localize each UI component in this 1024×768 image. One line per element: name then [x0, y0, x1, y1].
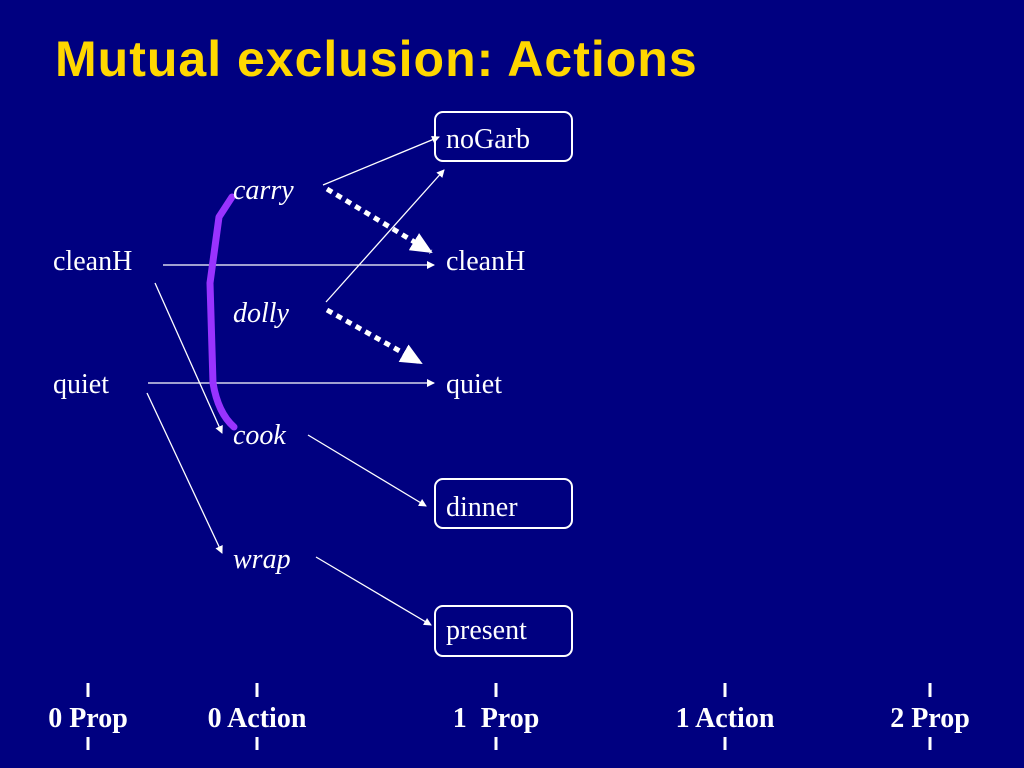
link-cleanH-to-cook — [154, 282, 223, 434]
node-p0-quiet: quiet — [53, 369, 109, 400]
node-p1-quiet: quiet — [446, 369, 502, 400]
link-quiet-to-wrap — [146, 392, 223, 554]
box-present — [434, 605, 573, 657]
node-a0-cook: cook — [233, 420, 286, 451]
level-label-4: 2 Prop — [890, 703, 970, 734]
level-label-1: 0 Action — [208, 703, 307, 734]
slide-title: Mutual exclusion: Actions — [55, 31, 698, 87]
links-layer — [146, 135, 445, 626]
node-a0-carry: carry — [233, 175, 294, 206]
link-dolly-to-noGarb — [325, 169, 445, 303]
delete-effect-arrow-dolly-to-quiet — [325, 307, 423, 366]
link-cook-to-dinner — [307, 434, 427, 507]
mutex-line-carry-cook — [206, 193, 238, 431]
level-axis: 0 Prop 0 Action 1 Prop 1 Action 2 Prop — [48, 683, 970, 750]
level-label-2: 1 Prop — [453, 703, 540, 734]
level-label-0: 0 Prop — [48, 703, 128, 734]
boxes-layer — [434, 111, 573, 657]
node-p1-cleanH: cleanH — [446, 246, 525, 277]
node-p1-present: present — [446, 615, 527, 646]
delete-effect-arrow-carry-to-cleanH — [325, 186, 433, 255]
box-noGarb — [434, 111, 573, 162]
node-a0-wrap: wrap — [233, 544, 291, 575]
mutex-layer — [206, 193, 238, 431]
link-wrap-to-present — [315, 556, 432, 626]
nodes-layer: cleanH quiet carry dolly cook wrap noGarb clean… — [53, 124, 530, 646]
link-carry-to-noGarb — [322, 135, 440, 186]
node-a0-dolly: dolly — [233, 298, 290, 329]
node-p1-noGarb: noGarb — [446, 124, 530, 155]
level-label-3: 1 Action — [676, 703, 775, 734]
box-dinner — [434, 478, 573, 529]
node-p1-dinner: dinner — [446, 492, 518, 523]
node-p0-cleanH: cleanH — [53, 246, 132, 277]
